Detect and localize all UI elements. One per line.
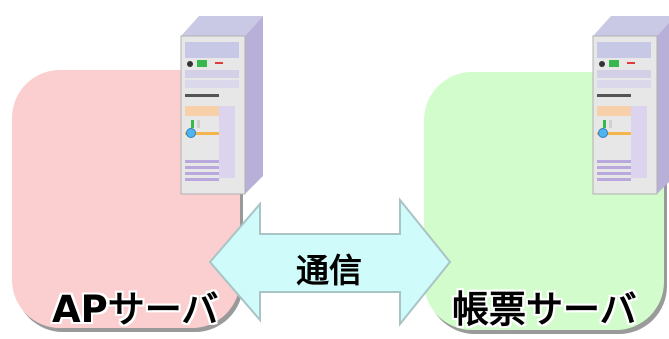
server-tower-icon bbox=[592, 16, 669, 195]
form-server-label: 帳票サーバ bbox=[452, 288, 637, 331]
bidirectional-arrow bbox=[208, 197, 452, 327]
server-tower-icon bbox=[180, 16, 263, 195]
communication-label: 通信 bbox=[296, 251, 362, 290]
ap-server-label: APサーバ bbox=[52, 288, 219, 331]
